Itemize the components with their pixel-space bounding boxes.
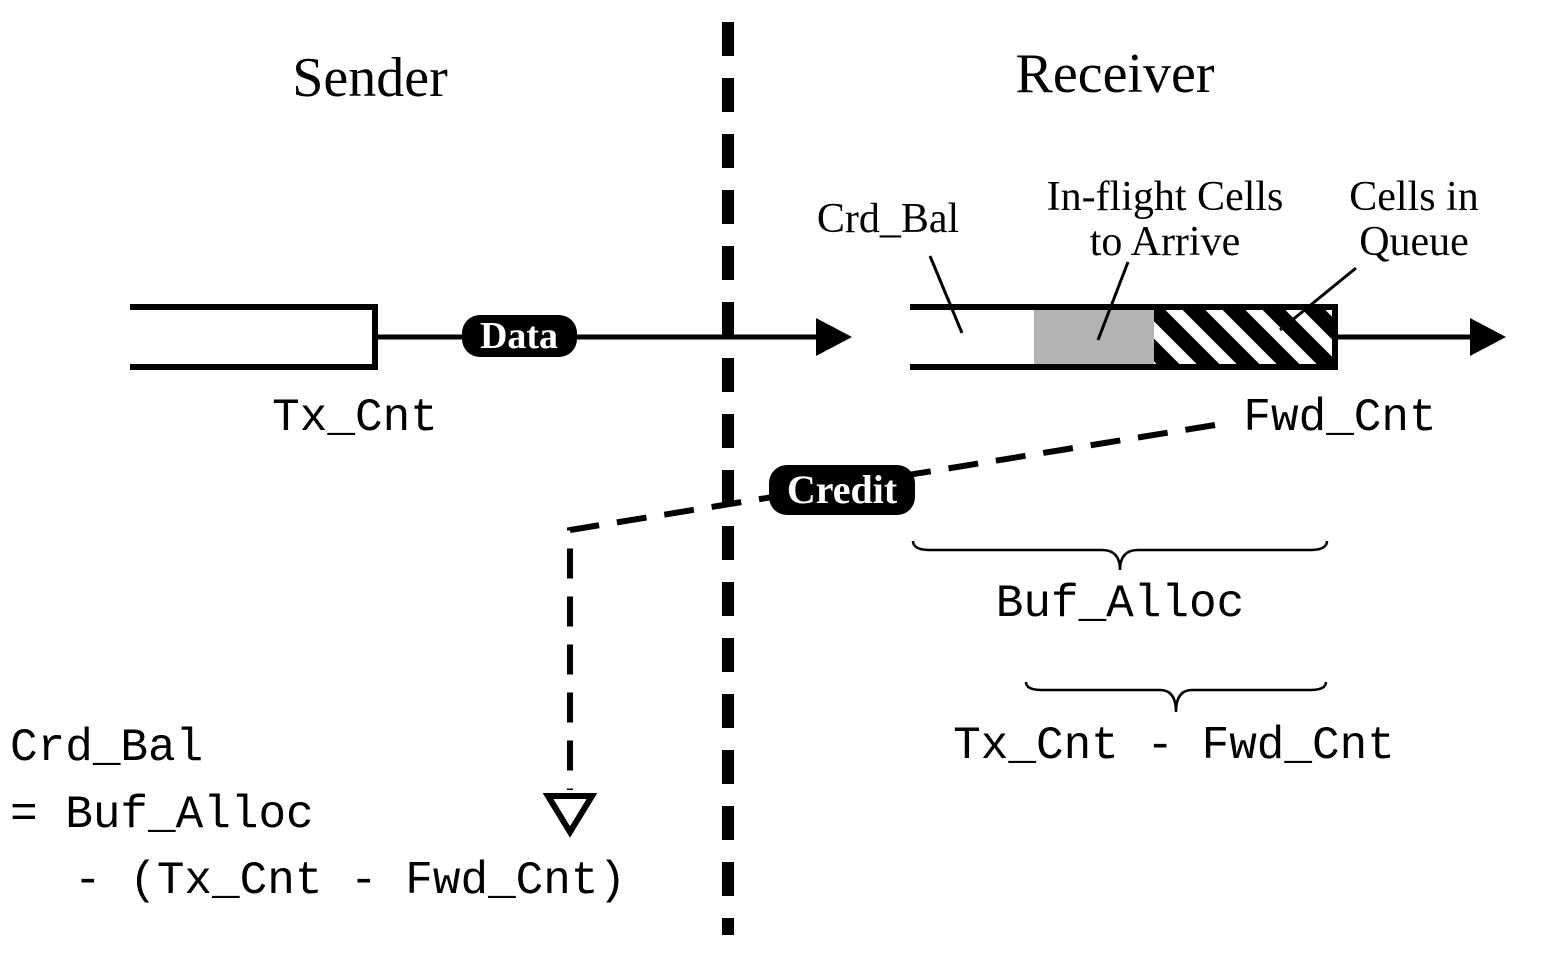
formula-line1: Crd_Bal xyxy=(10,722,203,774)
receiver-heading: Receiver xyxy=(1016,43,1215,105)
tx-cnt-label: Tx_Cnt xyxy=(272,392,438,444)
diff-brace xyxy=(1024,681,1328,713)
inflight-label-line1: In-flight Cells xyxy=(1047,174,1284,220)
receiver-output-arrowhead xyxy=(1470,318,1506,356)
fwd-cnt-label: Fwd_Cnt xyxy=(1243,392,1436,444)
receiver-buffer xyxy=(910,304,1338,370)
cells-in-queue-line2: Queue xyxy=(1359,219,1469,265)
queued-cells-region xyxy=(1154,310,1332,364)
sender-buffer xyxy=(130,304,378,370)
formula-line2: = Buf_Alloc xyxy=(10,789,314,841)
buf-alloc-label: Buf_Alloc xyxy=(996,578,1244,630)
cells-in-queue-leader xyxy=(1279,266,1357,332)
credit-pill-label: Credit xyxy=(787,467,898,512)
credit-feedback-path xyxy=(567,422,1216,790)
credit-arrowhead xyxy=(542,793,598,838)
formula-line3: - (Tx_Cnt - Fwd_Cnt) xyxy=(74,855,626,907)
crd-bal-leader xyxy=(928,255,964,334)
inflight-cells-region xyxy=(1034,310,1154,364)
buf-alloc-brace xyxy=(911,540,1329,571)
inflight-leader xyxy=(1096,261,1130,341)
credit-pill: Credit xyxy=(769,465,915,515)
data-pill-label: Data xyxy=(480,315,558,357)
cells-in-queue-line1: Cells in xyxy=(1349,174,1479,220)
data-arrowhead xyxy=(816,318,852,356)
diff-label: Tx_Cnt - Fwd_Cnt xyxy=(953,720,1395,772)
inflight-label-line2: to Arrive xyxy=(1090,219,1240,265)
sender-heading: Sender xyxy=(292,47,448,109)
data-pill: Data xyxy=(462,315,577,357)
crd-bal-callout-label: Crd_Bal xyxy=(817,196,959,242)
